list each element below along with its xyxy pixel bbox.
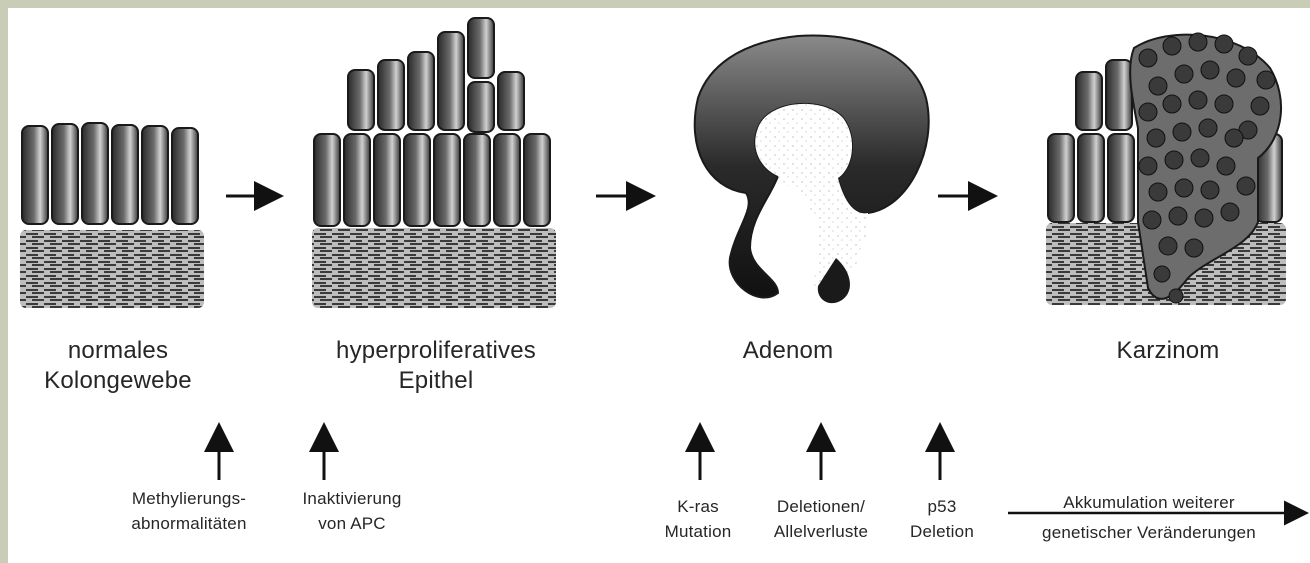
cause-label-kras: K-ras Mutation [648, 494, 748, 544]
cause-methylation-line1: Methylierungs- [104, 486, 274, 511]
cause-label-accumulation-line1-box: Akkumulation weiterer [1004, 490, 1294, 515]
cause-methylation-line2: abnormalitäten [104, 511, 274, 536]
diagram-canvas: normales Kolongewebe hyperproliferatives… [8, 8, 1310, 563]
hyper-epithelium-illustration [312, 18, 556, 308]
cause-p53-line1: p53 [894, 494, 990, 519]
cause-apc-line2: von APC [278, 511, 426, 536]
normal-tissue-illustration [20, 123, 204, 308]
cause-label-accumulation-line2-box: genetischer Veränderungen [1004, 520, 1294, 545]
stage-label-hyper: hyperproliferatives Epithel [306, 336, 566, 396]
cause-label-deletions: Deletionen/ Allelverluste [752, 494, 890, 544]
cause-kras-line2: Mutation [648, 519, 748, 544]
stage-label-karzinom: Karzinom [1098, 336, 1238, 366]
cause-apc-line1: Inaktivierung [278, 486, 426, 511]
normal-stroma [20, 230, 204, 308]
cause-kras-line1: K-ras [648, 494, 748, 519]
hyper-stroma [312, 228, 556, 308]
stage-label-adenom-line1: Adenom [743, 337, 834, 364]
stage-label-normal-line1: normales [18, 336, 218, 366]
cause-deletions-line2: Allelverluste [752, 519, 890, 544]
cause-p53-line2: Deletion [894, 519, 990, 544]
stage-label-adenom: Adenom [728, 336, 848, 366]
stage-label-normal-line2: Kolongewebe [18, 366, 218, 396]
carcinoma-illustration [1046, 33, 1286, 305]
illustration-layer [8, 8, 1310, 563]
cause-label-methylation: Methylierungs- abnormalitäten [104, 486, 274, 536]
cause-label-p53: p53 Deletion [894, 494, 990, 544]
cause-accumulation-line1: Akkumulation weiterer [1063, 493, 1234, 512]
stage-label-hyper-line1: hyperproliferatives [306, 336, 566, 366]
stage-label-normal: normales Kolongewebe [18, 336, 218, 396]
cause-deletions-line1: Deletionen/ [752, 494, 890, 519]
cause-label-apc: Inaktivierung von APC [278, 486, 426, 536]
stage-label-hyper-line2: Epithel [306, 366, 566, 396]
adenoma-illustration [695, 36, 929, 304]
stage-label-karzinom-line1: Karzinom [1117, 337, 1220, 364]
cause-accumulation-line2: genetischer Veränderungen [1042, 523, 1256, 542]
